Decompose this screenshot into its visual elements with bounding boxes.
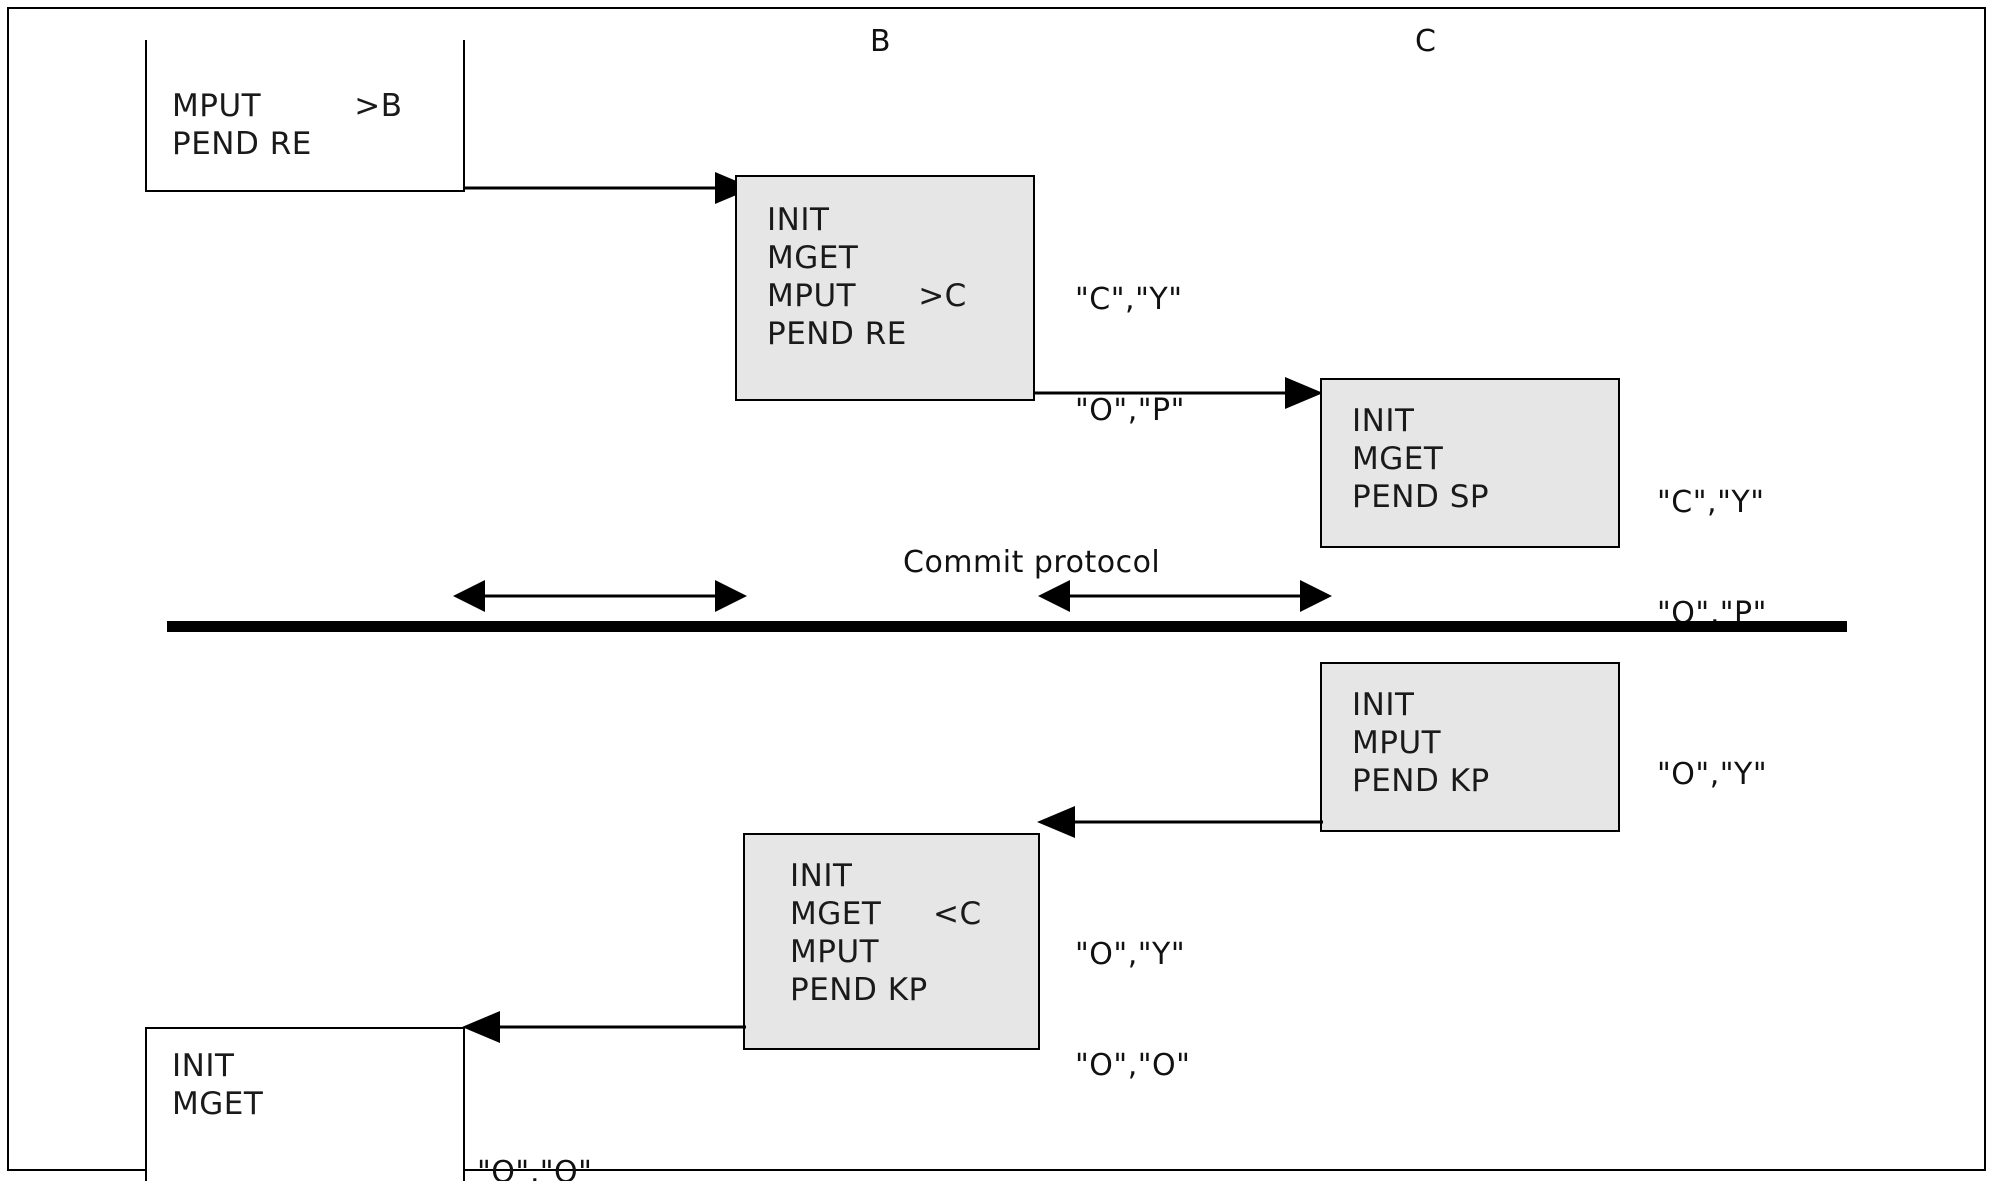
diagram-outer-frame bbox=[7, 7, 1986, 1171]
annotation-b-top-line-1: "C","Y" bbox=[1075, 282, 1183, 317]
annotation-b-bottom: "O","Y" "O","O" bbox=[1075, 862, 1190, 1158]
box-b-top-line-3: MPUT >C bbox=[767, 278, 967, 314]
arrow-c-to-b bbox=[1037, 806, 1323, 838]
box-b-bottom-line-3: MPUT bbox=[790, 934, 880, 970]
box-c-top[interactable]: INIT MGET PEND SP bbox=[1320, 378, 1620, 548]
box-a-top[interactable]: MPUT >B PEND RE bbox=[145, 40, 465, 192]
box-b-top-line-2: MGET bbox=[767, 240, 859, 276]
box-b-bottom-line-2: MGET <C bbox=[790, 896, 982, 932]
annotation-c-top: "C","Y" "O","P" bbox=[1657, 410, 1767, 706]
arrow-a-to-b bbox=[465, 172, 753, 204]
annotation-c-top-line-1: "C","Y" bbox=[1657, 485, 1765, 520]
box-c-bottom[interactable]: INIT MPUT PEND KP bbox=[1320, 662, 1620, 832]
arrow-b-to-a bbox=[462, 1011, 746, 1043]
annotation-b-bottom-line-2: "O","O" bbox=[1075, 1048, 1191, 1083]
annotation-b-bottom-line-1: "O","Y" bbox=[1075, 937, 1186, 972]
box-b-bottom-line-4: PEND KP bbox=[790, 972, 928, 1008]
annotation-a-bottom: "O","O" bbox=[477, 1080, 592, 1181]
box-a-bottom[interactable]: INIT MGET bbox=[145, 1027, 465, 1181]
annotation-c-bottom: "O","Y" bbox=[1657, 682, 1767, 867]
arrow-b-to-c bbox=[1035, 377, 1323, 409]
box-b-bottom[interactable]: INIT MGET <C MPUT PEND KP bbox=[743, 833, 1040, 1050]
column-header-b: B bbox=[870, 24, 892, 59]
box-c-bottom-line-1: INIT bbox=[1352, 687, 1415, 723]
arrow-commit-left bbox=[453, 580, 747, 612]
annotation-b-top-line-2: "O","P" bbox=[1075, 393, 1185, 428]
annotation-b-top: "C","Y" "O","P" bbox=[1075, 207, 1185, 503]
box-a-bottom-line-1: INIT bbox=[172, 1048, 235, 1084]
annotation-a-bottom-line-1: "O","O" bbox=[477, 1155, 593, 1181]
box-a-top-line-1: MPUT >B bbox=[172, 88, 403, 124]
box-a-bottom-line-2: MGET bbox=[172, 1086, 264, 1122]
commit-protocol-label: Commit protocol bbox=[903, 545, 1161, 580]
commit-protocol-separator bbox=[167, 621, 1847, 632]
box-c-bottom-line-2: MPUT bbox=[1352, 725, 1442, 761]
box-c-top-line-1: INIT bbox=[1352, 403, 1415, 439]
box-a-top-line-2: PEND RE bbox=[172, 126, 312, 162]
box-c-bottom-line-3: PEND KP bbox=[1352, 763, 1490, 799]
box-b-top-line-1: INIT bbox=[767, 202, 830, 238]
box-b-top-line-4: PEND RE bbox=[767, 316, 907, 352]
box-b-bottom-line-1: INIT bbox=[790, 858, 853, 894]
box-b-top[interactable]: INIT MGET MPUT >C PEND RE bbox=[735, 175, 1035, 401]
annotation-c-bottom-line-1: "O","Y" bbox=[1657, 757, 1768, 792]
column-header-c: C bbox=[1415, 24, 1437, 59]
box-c-top-line-2: MGET bbox=[1352, 441, 1444, 477]
box-c-top-line-3: PEND SP bbox=[1352, 479, 1490, 515]
arrow-commit-right bbox=[1038, 580, 1332, 612]
